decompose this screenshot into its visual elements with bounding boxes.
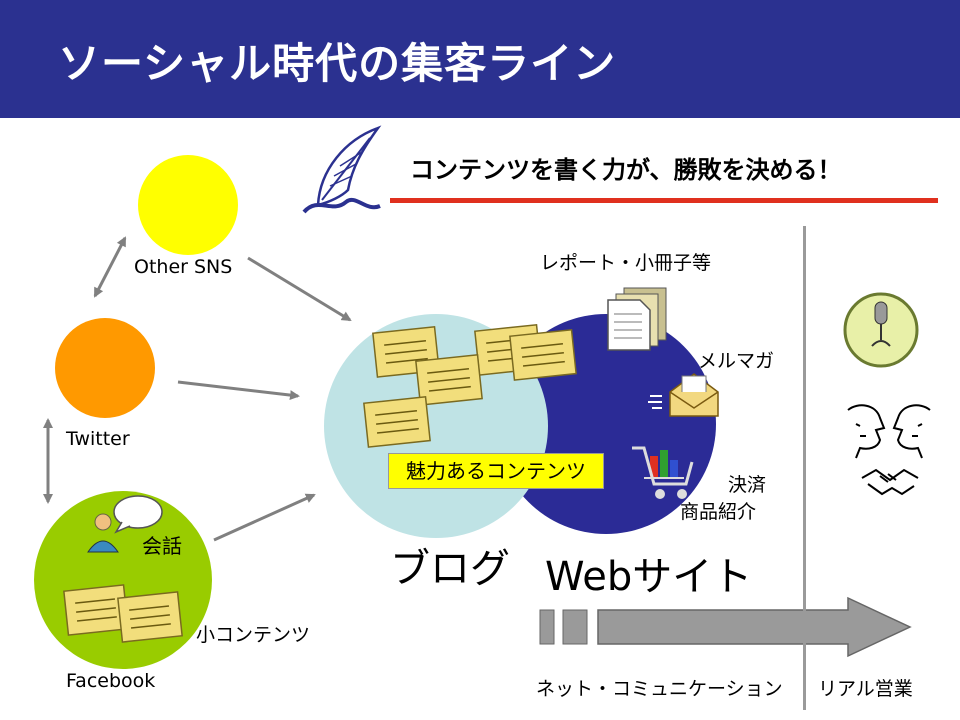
small-content-label: 小コンテンツ xyxy=(196,624,311,646)
conversation-faces-icon xyxy=(847,404,931,459)
net-communication-label: ネット・コミュニケーション xyxy=(536,678,783,700)
microphone-icon xyxy=(843,292,919,368)
content-notes-icon xyxy=(363,323,577,448)
mail-magazine-label: メルマガ xyxy=(698,350,775,372)
sns-to-blog-arrow xyxy=(247,256,352,322)
subtitle: コンテンツを書く力が、勝敗を決める！ xyxy=(410,156,842,184)
real-sales-label: リアル営業 xyxy=(818,678,913,700)
twitter-label: Twitter xyxy=(66,428,130,450)
title-bar xyxy=(0,0,960,118)
quill-pen-icon xyxy=(302,125,382,214)
shopping-cart-icon xyxy=(632,446,694,499)
other-sns-circle xyxy=(138,155,238,255)
blog-label: ブログ xyxy=(390,546,510,592)
twitter-circle xyxy=(55,318,155,418)
person-icon xyxy=(87,513,119,553)
handshake-icon xyxy=(861,468,919,496)
divider-line xyxy=(803,226,806,710)
small-content-notes-icon xyxy=(63,584,183,643)
report-label: レポート・小冊子等 xyxy=(540,252,712,274)
payment-label: 決済 xyxy=(728,474,767,496)
other-sns-label: Other SNS xyxy=(134,256,233,278)
accent-underline xyxy=(390,198,938,203)
twitter-to-blog-arrow xyxy=(177,380,300,401)
speech-bubble-icon xyxy=(113,495,163,534)
mail-envelope-icon xyxy=(648,373,719,417)
facebook-label: Facebook xyxy=(66,670,156,692)
attractive-content-label: 魅力あるコンテンツ xyxy=(388,453,604,489)
sns-twitter-arrow xyxy=(93,236,127,298)
conversation-label: 会話 xyxy=(142,534,182,558)
product-intro-label: 商品紹介 xyxy=(680,501,757,523)
facebook-to-blog-arrow xyxy=(213,493,316,542)
report-documents-icon xyxy=(607,287,667,351)
page-title: ソーシャル時代の集客ライン xyxy=(58,39,617,88)
progression-arrow xyxy=(539,596,912,658)
website-label: Webサイト xyxy=(545,554,753,600)
